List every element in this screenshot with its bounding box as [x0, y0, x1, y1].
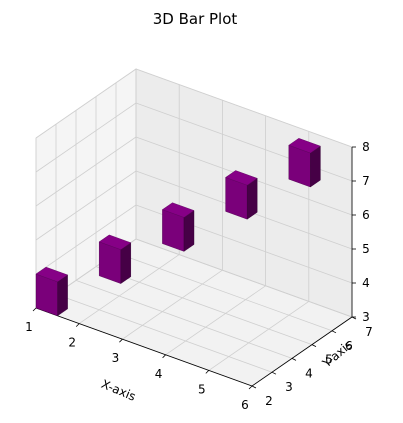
grid-x-floor: [122, 269, 223, 340]
bar: [35, 266, 69, 317]
bar: [288, 138, 321, 188]
z-tick-label: 5: [362, 242, 370, 256]
x-tick-mark: [32, 307, 37, 312]
bar-top-face: [35, 266, 69, 283]
x-axis-line: [35, 307, 253, 387]
y-tick-label: 4: [305, 366, 313, 380]
bar-side-face: [246, 177, 258, 220]
y-tick-label: 6: [345, 339, 353, 353]
x-tick-label: 6: [241, 398, 249, 412]
x-tick-label: 1: [25, 320, 33, 334]
grid-x-floor: [165, 285, 266, 356]
grid-z-left: [35, 204, 137, 275]
grid-x-floor: [208, 301, 310, 371]
y-tick-mark: [271, 371, 277, 375]
grid-y-floor: [75, 280, 293, 359]
x-tick-label: 2: [68, 336, 76, 350]
bar: [161, 202, 195, 252]
x-tick-mark: [75, 323, 80, 327]
z-tick-label: 3: [362, 310, 370, 324]
y-tick-label: 7: [365, 325, 373, 339]
grid-y-floor: [95, 266, 313, 345]
y-tick-mark: [251, 385, 257, 389]
x-axis-label: X-axis: [99, 377, 138, 404]
y-tick-mark: [291, 358, 297, 361]
y-axis-line: [251, 316, 353, 387]
x-tick-mark: [119, 338, 123, 343]
x-tick-mark: [205, 370, 210, 374]
y-tick-label: 2: [265, 394, 273, 408]
y-tick-label: 3: [285, 380, 293, 394]
y-tick-mark: [311, 344, 317, 347]
bar-side-face: [310, 145, 321, 188]
z-tick-label: 4: [362, 276, 370, 290]
y-tick-label: 5: [325, 353, 333, 367]
grid-z-back: [135, 68, 353, 148]
x-tick-label: 4: [155, 367, 163, 381]
z-tick-label: 8: [362, 140, 370, 154]
x-tick-mark: [248, 385, 253, 390]
bar-side-face: [183, 210, 195, 252]
bars: [35, 138, 321, 317]
grid-z-back: [135, 238, 353, 318]
grid-x-floor: [78, 254, 180, 324]
y-tick-mark: [331, 330, 337, 334]
grid-y-floor: [115, 252, 333, 332]
chart-title: 3D Bar Plot: [153, 10, 238, 28]
grid-z-left: [35, 170, 137, 241]
grid-z-left: [35, 68, 137, 139]
bar-top-face: [288, 138, 321, 154]
grid-y-floor: [55, 293, 273, 373]
grid-z-left: [35, 102, 137, 173]
x-tick-mark: [162, 354, 166, 359]
bar: [225, 170, 258, 220]
x-tick-label: 5: [198, 382, 206, 396]
z-tick-label: 6: [362, 208, 370, 222]
bar-top-face: [98, 234, 132, 250]
bar: [98, 234, 132, 284]
grid-z-left: [35, 136, 137, 207]
bar-top-face: [225, 170, 258, 186]
z-tick-label: 7: [362, 174, 370, 188]
bar-top-face: [161, 202, 195, 218]
bar-side-face: [57, 274, 68, 317]
axis-lines: [35, 147, 353, 387]
x-tick-label: 3: [112, 351, 120, 365]
bar-side-face: [120, 242, 132, 284]
